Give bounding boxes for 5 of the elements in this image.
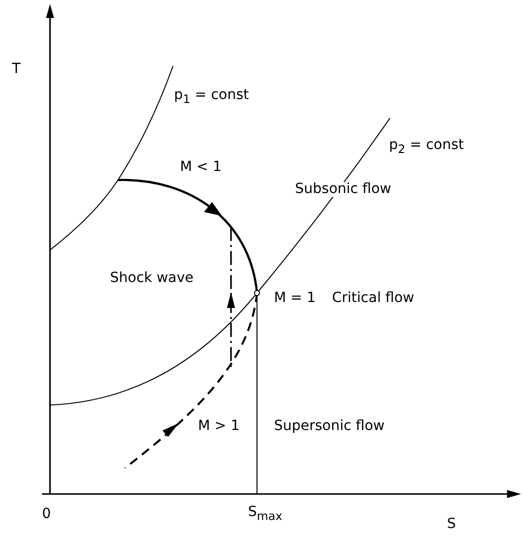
axis-tick-label: S$_{max}$ — [246, 505, 284, 523]
curve-label: p$_{1}$ = const — [172, 88, 251, 106]
curve-label: p$_{2}$ = const — [387, 138, 466, 156]
region-label: Supersonic flow — [272, 419, 387, 434]
region-label: Subsonic flow — [293, 182, 394, 198]
